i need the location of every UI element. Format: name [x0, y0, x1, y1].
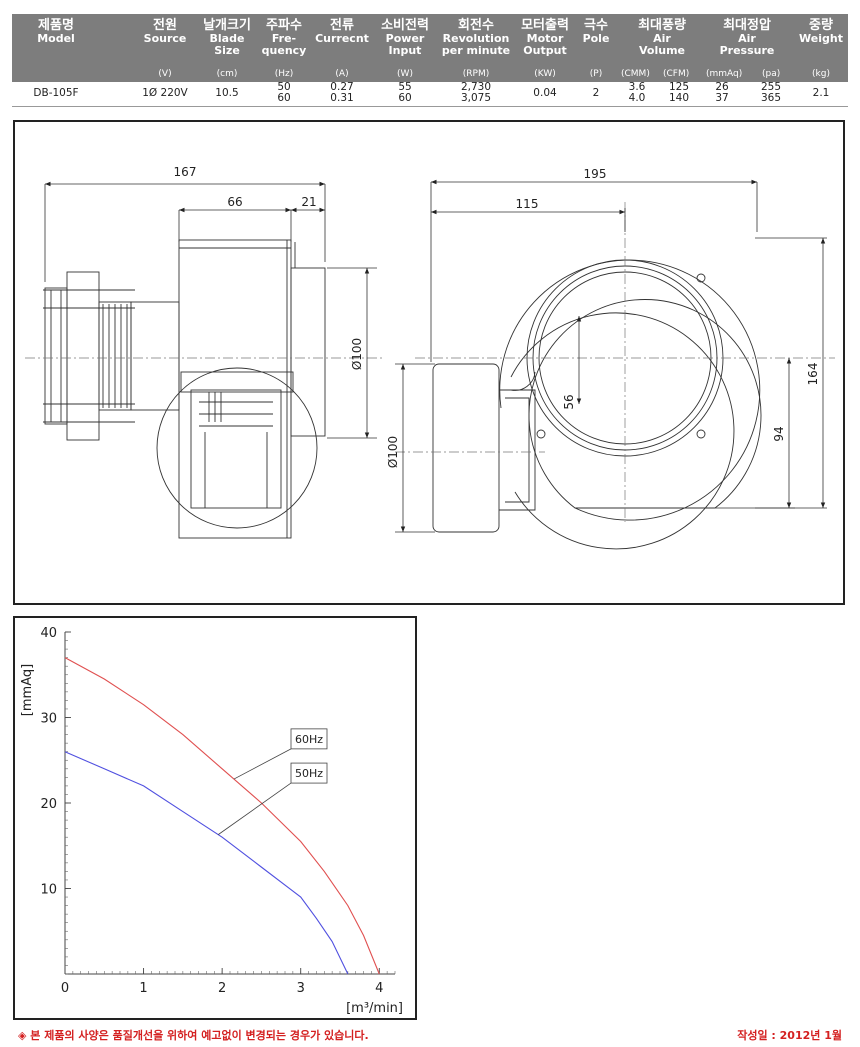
x-tick-label: 2 [218, 981, 226, 996]
front-view [432, 259, 762, 550]
cell-blade: 10.5 [215, 87, 239, 99]
dim-front-motor-diameter: Ø100 [386, 436, 400, 468]
y-tick-label: 10 [40, 883, 57, 898]
chart-y-axis-label: [mmAq] [20, 664, 35, 716]
x-tick-label: 0 [61, 981, 69, 996]
dim-front-width: 195 [584, 167, 607, 181]
series-line-50hz [64, 751, 349, 975]
legend-label-50hz: 50Hz [295, 767, 323, 780]
y-tick-label: 40 [40, 626, 57, 641]
chart-lines [64, 657, 380, 975]
dim-side-width: 167 [174, 165, 197, 179]
subunit-cmm: (CMM) [621, 69, 650, 79]
subunit-cfm: (CFM) [663, 69, 690, 79]
series-line-60hz [64, 657, 380, 975]
y-tick-label: 30 [40, 712, 57, 727]
cell-pole: 2 [592, 87, 600, 99]
x-tick-label: 1 [139, 981, 147, 996]
dim-side-diameter: Ø100 [350, 338, 364, 370]
footer-note: ◈ 본 제품의 사양은 품질개선을 위하여 예고없이 변경되는 경우가 있습니다… [18, 1029, 369, 1042]
chart-x-axis-label: [m³/min] [346, 1001, 403, 1016]
side-view [43, 239, 326, 539]
chart-legend: 60Hz 50Hz [217, 728, 328, 835]
dim-front-inlet: 56 [562, 394, 576, 409]
chart-axes [64, 632, 395, 975]
performance-chart: 0 1 2 3 4 10 20 30 40 60Hz 50Hz [mmAq] [m³/min] [13, 616, 417, 1020]
subunit-mmaq: (mmAq) [706, 69, 743, 79]
dimension-lines [44, 179, 827, 533]
dim-front-center: 115 [516, 197, 539, 211]
dim-side-housing: 66 [227, 195, 242, 209]
dim-side-outlet: 21 [301, 195, 316, 209]
legend-label-60hz: 60Hz [295, 733, 323, 746]
legend-leader-line [217, 782, 292, 835]
subunit-pa: (pa) [762, 69, 781, 79]
technical-drawing: 167 66 21 Ø100 195 115 164 94 56 Ø100 [13, 120, 845, 605]
legend-box [290, 762, 328, 784]
legend-box [290, 728, 328, 750]
dim-front-center-height: 94 [772, 426, 786, 441]
cell-model: DB-105F [33, 87, 79, 99]
x-tick-label: 4 [375, 981, 383, 996]
chart-ticks: 0 1 2 3 4 10 20 30 40 [40, 626, 396, 996]
footer-date: 작성일 : 2012년 1월 [737, 1029, 842, 1042]
cell-weight: 2.1 [812, 87, 830, 99]
cell-motor: 0.04 [533, 87, 557, 99]
y-tick-label: 20 [40, 797, 57, 812]
legend-leader-line [233, 748, 292, 780]
x-tick-label: 3 [297, 981, 305, 996]
dim-front-height: 164 [806, 363, 820, 386]
cell-source: 1Ø 220V [142, 87, 188, 99]
